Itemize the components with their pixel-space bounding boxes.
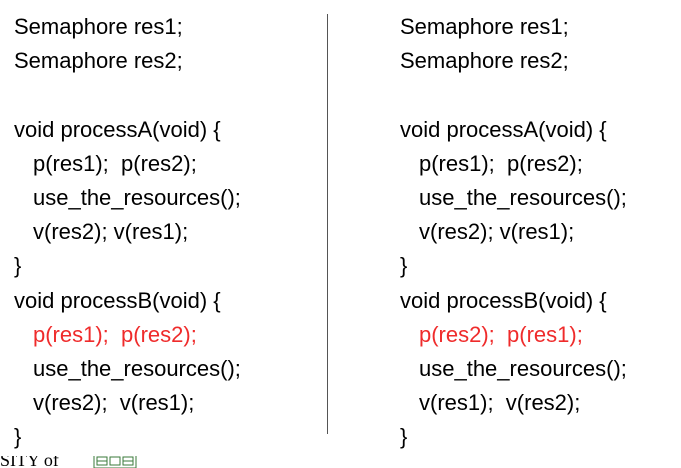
code-line: void processB(void) { [400,287,607,313]
code-line: use_the_resources(); [419,355,627,381]
column-divider [327,14,328,434]
code-line: use_the_resources(); [419,184,627,210]
code-line: } [14,424,22,450]
code-line: use_the_resources(); [33,184,241,210]
code-line: use_the_resources(); [33,355,241,381]
right-code-block: Semaphore res1; Semaphore res2; void pro… [400,10,627,454]
code-line: void processB(void) { [14,287,221,313]
blank-line [400,78,627,112]
code-line: } [400,424,408,450]
code-line: void processA(void) { [14,116,221,142]
footer-strip: SITY of [0,456,200,468]
university-crest-icon [93,456,137,468]
code-line: Semaphore res1; [14,14,183,39]
highlighted-code-line: p(res1); p(res2); [33,321,197,347]
code-line: Semaphore res1; [400,14,569,39]
code-line: v(res2); v(res1); [33,390,195,416]
blank-line [14,78,241,112]
code-line: v(res1); v(res2); [419,390,581,416]
code-line: } [14,253,22,279]
code-line: v(res2); v(res1); [419,219,575,245]
left-code-block: Semaphore res1; Semaphore res2; void pro… [14,10,241,454]
footer-text: SITY of [0,456,59,468]
code-line: void processA(void) { [400,116,607,142]
highlighted-code-line: p(res2); p(res1); [419,321,583,347]
code-line: Semaphore res2; [400,48,569,74]
code-line: Semaphore res2; [14,48,183,74]
code-line: v(res2); v(res1); [33,219,189,245]
code-line: p(res1); p(res2); [33,150,197,176]
code-line: } [400,253,408,279]
code-line: p(res1); p(res2); [419,150,583,176]
